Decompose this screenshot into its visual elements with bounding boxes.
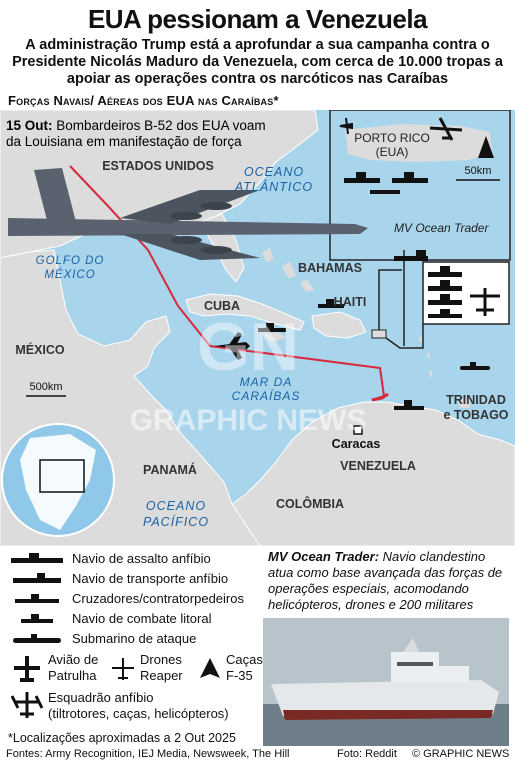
caracas-marker	[353, 425, 363, 435]
attack-submarine-icon	[6, 628, 68, 648]
cuba-land	[185, 293, 305, 331]
legend-label: Navio de transporte anfíbio	[72, 570, 229, 586]
inset-aircraft-icons	[339, 117, 494, 158]
submarine-near-trinidad	[460, 362, 490, 370]
label-scale-inset: 50km	[465, 165, 492, 177]
trinidad-land	[458, 398, 470, 408]
inset-ships-group	[428, 266, 500, 318]
inset-ships-puerto-rico	[344, 172, 428, 194]
page-subtitle: A administração Trump está a aprofundar …	[12, 37, 503, 87]
puerto-rico-marker	[371, 329, 387, 339]
label-cuba: CUBA	[204, 299, 240, 313]
legend-label: Cruzadores/contratorpedeiros	[72, 590, 244, 606]
copyright: © GRAPHIC NEWS	[412, 748, 510, 760]
label-caracas: Caracas	[332, 437, 381, 451]
amphibious-assault-ship-icon	[6, 548, 68, 568]
patrol-aircraft-legend-icon	[10, 654, 44, 684]
cruiser-destroyer-icon	[6, 588, 68, 608]
photo-credit: Foto: Reddit	[337, 748, 397, 760]
label-haiti: HAITI	[334, 295, 367, 309]
legend-label: Navio de assalto anfíbio	[72, 550, 211, 566]
section-heading: Forças Navais/ Aéreas dos EUA nas Caraíb…	[8, 93, 279, 108]
label-oceano-pacifico-2: PACÍFICO	[143, 514, 209, 529]
ship-near-venezuela	[394, 400, 424, 410]
watermark-gn: GN	[197, 309, 299, 385]
mv-ocean-trader-ship	[394, 250, 428, 261]
jamaica-land	[262, 332, 286, 342]
caribbean-map: GN GRAPHIC NEWS 15 Out: Bombardeiros B-5…	[0, 110, 515, 546]
legend-item: Submarino de ataque	[6, 628, 196, 648]
lesser-antilles	[418, 336, 432, 378]
label-venezuela: VENEZUELA	[340, 459, 416, 473]
patrol-aircraft-icon	[214, 332, 250, 360]
legend-item: Navio de assalto anfíbio	[6, 548, 211, 568]
legend-item: Cruzadores/contratorpedeiros	[6, 588, 244, 608]
mv-ocean-trader-photo	[263, 618, 509, 746]
legend: Navio de assalto anfíbio Navio de transp…	[6, 548, 266, 728]
mv-ocean-trader-description: MV Ocean Trader: Navio clandestino atua …	[268, 549, 503, 612]
ship-near-haiti	[318, 299, 344, 308]
label-scale-main: 500km	[29, 381, 62, 393]
hispaniola-land	[311, 311, 367, 339]
label-oceano-atlantico-2: ATLÂNTICO	[234, 179, 313, 194]
label-golfo-2: MÉXICO	[44, 268, 95, 281]
label-trinidad-2: e TOBAGO	[443, 408, 508, 422]
label-estados-unidos: ESTADOS UNIDOS	[102, 159, 214, 173]
b52-route	[69, 165, 386, 401]
label-bahamas: BAHAMAS	[298, 261, 362, 275]
south-america-land	[231, 401, 515, 546]
annotation-line-1: 15 Out: Bombardeiros B-52 dos EUA voam	[6, 118, 266, 133]
label-mar-1: MAR DA	[240, 375, 293, 389]
legend-label: Navio de combate litoral	[72, 610, 212, 626]
ship-near-cuba	[258, 323, 286, 332]
littoral-combat-ship-icon	[6, 608, 68, 628]
location-note: *Localizações aproximadas a 2 Out 2025	[8, 731, 236, 745]
label-porto-rico-2: (EUA)	[376, 145, 409, 159]
label-porto-rico-1: PORTO RICO	[354, 131, 430, 145]
legend-item: Navio de combate litoral	[6, 608, 211, 628]
annotation-line-2: da Louisiana em manifestação de força	[6, 134, 242, 149]
label-oceano-pacifico-1: OCEANO	[146, 499, 206, 513]
connector-ships	[385, 324, 424, 349]
label-mexico: MÉXICO	[15, 342, 65, 357]
sources: Fontes: Army Recognition, IEJ Media, New…	[6, 748, 290, 760]
connector-puerto-rico	[378, 269, 402, 330]
label-colombia: COLÔMBIA	[276, 496, 344, 511]
page-title: EUA pessionam a Venezuela	[87, 4, 428, 34]
globe-locator	[1, 423, 115, 537]
label-oceano-atlantico-1: OCEANO	[244, 165, 304, 179]
b52-bomber-icon	[8, 168, 368, 260]
f35-fighter-icon	[198, 656, 222, 682]
amphibious-transport-ship-icon	[6, 568, 68, 588]
amphibious-squadron-label: Esquadrão anfíbio(tiltrotores, caças, he…	[48, 690, 229, 721]
route-end-loop	[371, 392, 389, 402]
legend-label: Submarino de ataque	[72, 630, 197, 646]
reaper-drone-icon	[110, 656, 136, 682]
bahamas-land	[262, 248, 314, 292]
amphibious-squadron-icon	[10, 690, 44, 720]
label-golfo-1: GOLFO DO	[36, 255, 105, 267]
label-mar-2: CARAÍBAS	[232, 388, 301, 403]
label-panama: PANAMÁ	[143, 462, 197, 477]
legend-item: Navio de transporte anfíbio	[6, 568, 228, 588]
watermark-text: GRAPHIC NEWS	[130, 404, 367, 437]
label-mv-ocean-trader: MV Ocean Trader	[394, 221, 489, 235]
label-trinidad-1: TRINIDAD	[446, 393, 506, 407]
